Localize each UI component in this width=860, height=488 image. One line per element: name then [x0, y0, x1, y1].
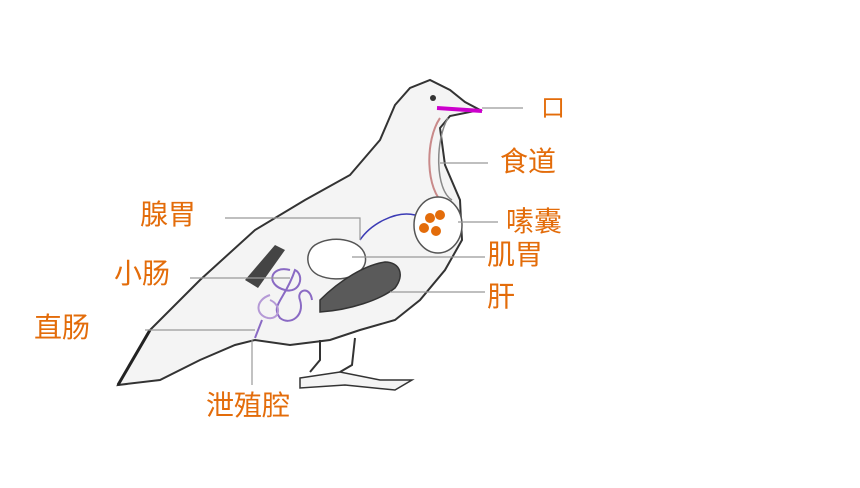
- label-esophagus: 食道: [500, 145, 557, 178]
- label-mouth: 口: [541, 94, 565, 122]
- pigeon-body-outline: [116, 78, 483, 387]
- crop-dot: [419, 223, 429, 233]
- label-liver: 肝: [487, 280, 516, 313]
- label-rectum: 直肠: [34, 311, 91, 344]
- small-intestine-coil-2: [257, 294, 279, 320]
- rectum: [254, 319, 263, 339]
- lower-esophagus: [359, 213, 416, 241]
- label-proventriculus: 腺胃: [140, 198, 197, 231]
- liver: [319, 261, 401, 313]
- label-crop: 嗉囊: [506, 205, 563, 238]
- eye: [430, 95, 436, 101]
- kidney-patch: [245, 245, 285, 288]
- foot: [299, 371, 415, 391]
- label-gizzard: 肌胃: [487, 238, 544, 271]
- label-small-intestine: 小肠: [114, 257, 171, 290]
- leader-proventriculus: [225, 217, 361, 240]
- crop-dot: [431, 226, 441, 236]
- tail-edge: [116, 329, 152, 386]
- crop-sac: [413, 196, 463, 254]
- beak-mark: [436, 106, 483, 113]
- esophagus-tube-2: [438, 117, 453, 201]
- leg: [309, 337, 356, 373]
- label-cloaca: 泄殖腔: [206, 389, 291, 422]
- crop-dot: [425, 213, 435, 223]
- crop-dot: [435, 210, 445, 220]
- small-intestine-coil: [271, 268, 313, 322]
